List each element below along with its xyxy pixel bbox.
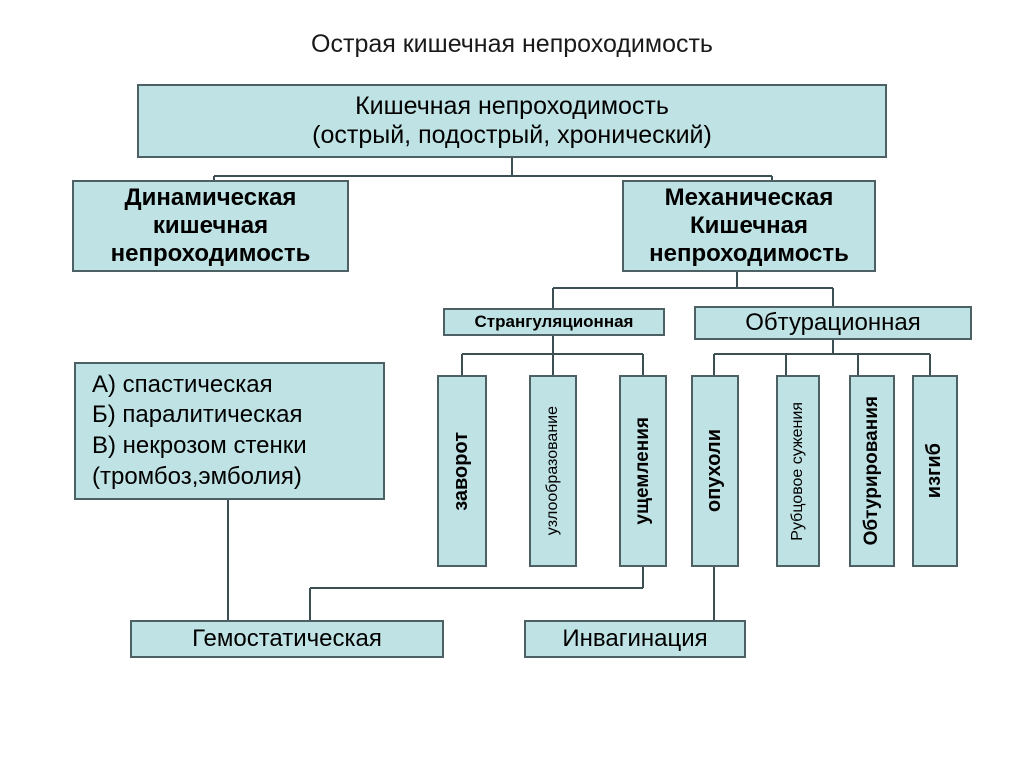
node-obturation-child-0-label: опухоли (703, 429, 726, 513)
node-dynamic-types-list[interactable]: А) спастическая Б) паралитическая В) нек… (74, 362, 385, 500)
node-strangulation-child-0[interactable]: заворот (437, 375, 487, 567)
node-obturation-child-3-label: изгиб (923, 443, 946, 499)
node-hemostatic[interactable]: Гемостатическая (130, 620, 444, 658)
node-obturation[interactable]: Обтурационная (694, 306, 972, 340)
node-strangulation-child-0-label: заворот (450, 431, 473, 511)
node-obturation-child-3[interactable]: изгиб (912, 375, 958, 567)
node-obturation-child-2[interactable]: Обтурирования (849, 375, 895, 567)
node-strangulation-child-2-label: ущемления (631, 417, 653, 525)
node-strangulation[interactable]: Странгуляционная (443, 308, 665, 336)
node-strangulation-child-1[interactable]: узлообразование (529, 375, 577, 567)
node-obturation-child-1-label: Рубцовое сужения (788, 401, 806, 541)
node-obturation-child-2-label: Обтурирования (860, 396, 882, 546)
node-root[interactable]: Кишечная непроходимость (острый, подостр… (137, 84, 887, 158)
node-dynamic-obstruction[interactable]: Динамическая кишечная непроходимость (72, 180, 349, 272)
node-invagination[interactable]: Инвагинация (524, 620, 746, 658)
node-strangulation-child-2[interactable]: ущемления (619, 375, 667, 567)
node-strangulation-child-1-label: узлообразование (543, 406, 561, 536)
node-mechanical-obstruction[interactable]: Механическая Кишечная непроходимость (622, 180, 876, 272)
page-title: Острая кишечная непроходимость (311, 30, 713, 58)
node-obturation-child-0[interactable]: опухоли (691, 375, 739, 567)
node-obturation-child-1[interactable]: Рубцовое сужения (776, 375, 820, 567)
